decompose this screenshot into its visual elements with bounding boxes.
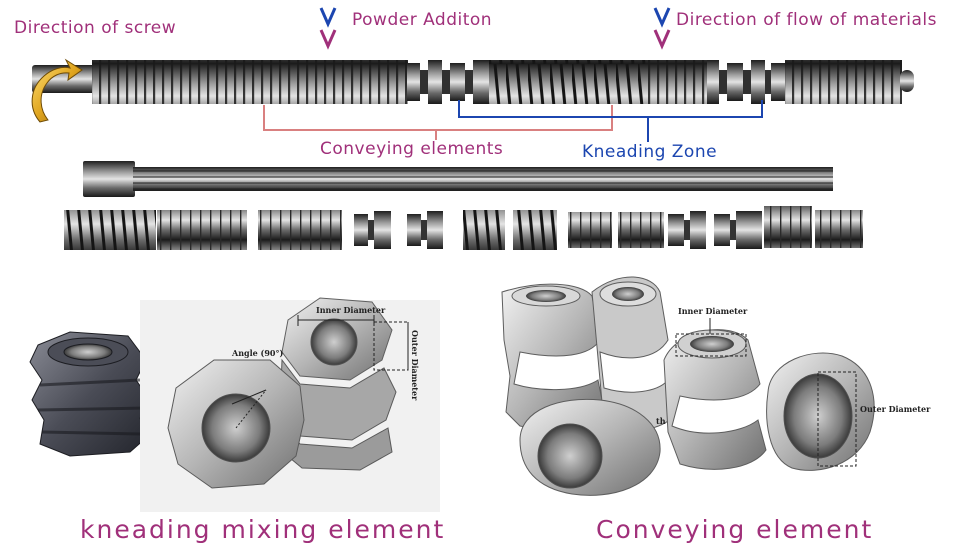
material-flow-arrow-icon xyxy=(653,7,671,50)
inner-diameter-label-right: Inner Diameter xyxy=(678,306,748,316)
outer-diameter-label-left: Outer Diameter xyxy=(410,330,420,401)
element-conveying-4 xyxy=(463,210,505,250)
element-kneading-4 xyxy=(714,211,762,249)
angle-label: Angle (90°) xyxy=(231,348,283,358)
element-conveying-6 xyxy=(568,212,612,248)
screw-kneading-blocks-1 xyxy=(407,60,489,104)
screw-conveying-section-4 xyxy=(785,60,902,104)
assembled-screw xyxy=(32,60,914,104)
rotation-arrow-icon xyxy=(31,58,83,123)
direction-of-flow-label: Direction of flow of materials xyxy=(676,10,938,30)
kneading-bracket xyxy=(458,100,763,118)
powder-feed-arrow-icon xyxy=(319,7,337,50)
outer-diameter-annotation-right xyxy=(817,371,857,467)
element-row xyxy=(64,206,863,250)
screw-tip xyxy=(900,70,914,92)
kneading-mixing-element-label: kneading mixing element xyxy=(80,515,446,544)
conveying-elements-label: Conveying elements xyxy=(320,139,504,159)
length-label-fragment: th xyxy=(656,416,666,426)
outer-diameter-annotation-left xyxy=(373,321,409,371)
kneading-zone-label: Kneading Zone xyxy=(582,142,718,162)
element-kneading-1 xyxy=(354,211,391,249)
conveying-photo xyxy=(498,276,928,507)
inner-diameter-label-left: Inner Diameter xyxy=(316,305,386,315)
element-conveying-3 xyxy=(258,210,342,250)
element-conveying-2 xyxy=(157,210,247,250)
angle-annotation xyxy=(231,389,267,429)
element-conveying-7 xyxy=(618,212,664,248)
element-conveying-1 xyxy=(64,210,156,250)
direction-of-screw-label: Direction of screw xyxy=(14,18,177,38)
inner-diameter-annotation-right xyxy=(675,318,747,357)
screw-conveying-section-3 xyxy=(647,60,707,104)
powder-addition-label: Powder Additon xyxy=(352,10,493,30)
outer-diameter-label-right: Outer Diameter xyxy=(860,404,931,414)
element-conveying-8 xyxy=(764,206,812,248)
element-conveying-9 xyxy=(815,210,863,248)
kneading-photo-dark xyxy=(29,331,151,457)
kneading-photo-grey xyxy=(140,297,440,512)
screw-conveying-section-2 xyxy=(489,60,647,104)
splined-shaft xyxy=(83,161,833,197)
element-kneading-3 xyxy=(668,211,706,249)
conveying-element-label: Conveying element xyxy=(596,515,874,544)
element-conveying-5 xyxy=(513,210,557,250)
screw-conveying-section-1 xyxy=(92,60,408,104)
element-kneading-2 xyxy=(407,211,443,249)
screw-kneading-blocks-2 xyxy=(707,60,785,104)
